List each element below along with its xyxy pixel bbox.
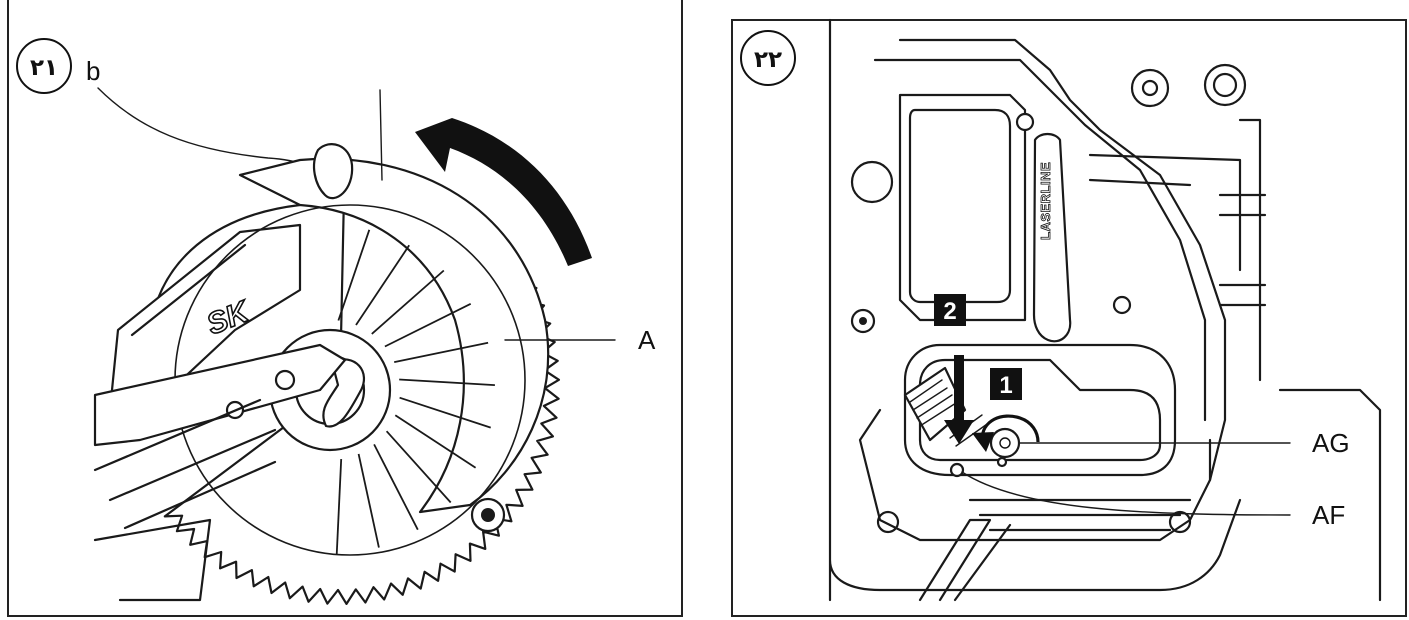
- label-af: AF: [1312, 500, 1345, 530]
- housing-line: [130, 243, 247, 337]
- figure-frame: [731, 19, 1407, 617]
- blade-spoke: [335, 459, 343, 555]
- blade-spoke: [384, 302, 472, 348]
- hole-bottom-left: [876, 510, 900, 534]
- blade-spoke: [337, 229, 371, 321]
- rotation-arrow-icon: [415, 118, 592, 266]
- blade-spoke: [399, 396, 491, 429]
- laser-brand: LASERLINE: [1038, 162, 1053, 240]
- leader-line-af: [961, 471, 1291, 516]
- figure-21-drawing: ٢١ b SK: [7, 0, 683, 617]
- blade-spoke: [394, 414, 477, 469]
- blade-spoke: [394, 341, 489, 363]
- lower-frame: [858, 408, 1212, 542]
- laser-module-hatch: [909, 379, 957, 427]
- boss-side: [850, 160, 894, 204]
- blade-spokes: [335, 229, 495, 555]
- boss-right-hole: [1212, 72, 1238, 98]
- clip-line: [379, 89, 383, 181]
- housing-outline: [828, 18, 1242, 602]
- boss-left-hole: [1141, 79, 1159, 97]
- blade-spoke: [385, 430, 452, 504]
- blade-spoke: [357, 453, 380, 548]
- label-b: b: [86, 56, 100, 86]
- arbor-bolt: [322, 358, 366, 428]
- laser-housing-icon: LASERLINE: [828, 18, 1382, 602]
- figure-22: ٢٢ LASERLINE: [720, 0, 1409, 620]
- upper-window-frame: [898, 93, 1027, 322]
- blade-guard: [238, 157, 550, 514]
- hole-left-center: [859, 317, 867, 325]
- lower-window-outer: [903, 343, 1177, 477]
- figure-22-drawing: ٢٢ LASERLINE: [731, 18, 1407, 617]
- upper-window: [908, 108, 1012, 304]
- blade-spoke: [373, 443, 419, 531]
- saw-blade-icon: SK: [93, 89, 560, 605]
- side-fins: [1088, 118, 1267, 382]
- step-1-label: 1: [999, 372, 1012, 399]
- blade-spoke: [399, 378, 495, 386]
- figure-frame: [7, 0, 683, 617]
- figure-number-badge: [16, 38, 72, 94]
- laser-strip: [1032, 132, 1072, 343]
- blade-clip: [312, 143, 354, 200]
- figure-number: ٢١: [30, 55, 58, 81]
- figure-21: ٢١ b SK: [0, 0, 690, 620]
- rotate-arrow-head: [972, 432, 994, 452]
- step-2-badge: [934, 294, 966, 326]
- label-a: A: [638, 325, 656, 355]
- label-ag: AG: [1312, 428, 1350, 458]
- base-lines: [93, 398, 277, 602]
- screw-center: [999, 437, 1011, 449]
- lower-window-inner: [918, 358, 1162, 462]
- side-panel: [1278, 388, 1382, 602]
- hole-bottom-right: [1168, 510, 1192, 534]
- figure-number: ٢٢: [754, 47, 782, 73]
- screw-tiny: [996, 456, 1008, 468]
- hole-right: [1112, 295, 1132, 315]
- blade-spoke: [355, 244, 410, 326]
- screw-icon: [274, 369, 296, 391]
- rotate-arrow-icon: [980, 414, 1040, 443]
- blade-spoke: [371, 269, 445, 335]
- down-arrow-icon: [944, 355, 974, 444]
- step-2-label: 2: [943, 298, 956, 325]
- bottom-grille: [918, 498, 1192, 602]
- screw-small: [949, 462, 965, 478]
- step-1-badge: [990, 368, 1022, 400]
- figure-number-badge: [740, 30, 796, 86]
- pivot-bolt-center: [481, 508, 495, 522]
- hole-top: [1015, 112, 1035, 132]
- housing-edge: [898, 38, 1227, 482]
- guard-arm: [93, 343, 347, 447]
- housing-inner-edge: [873, 58, 1207, 422]
